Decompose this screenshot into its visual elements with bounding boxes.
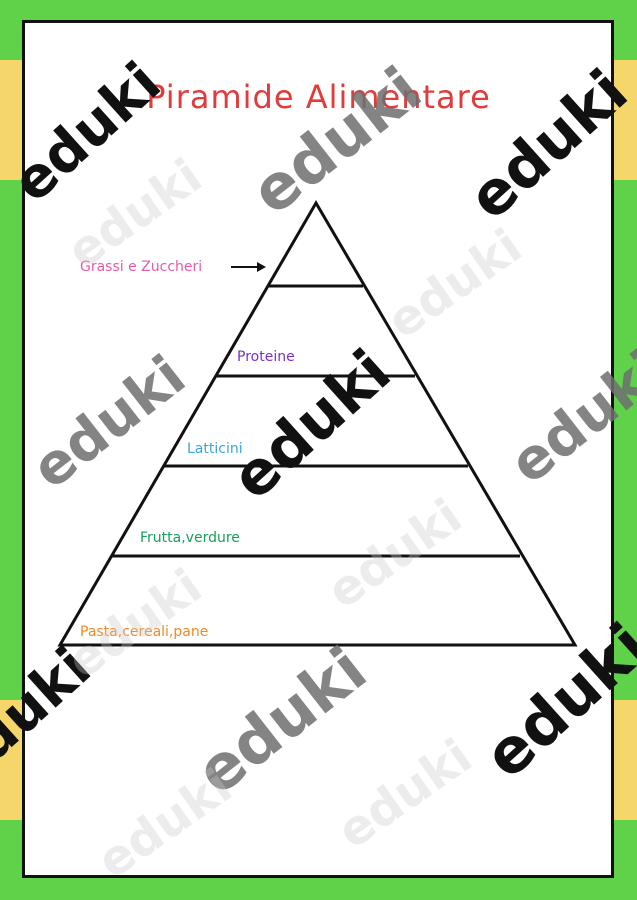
level-label-latticini: Latticini bbox=[187, 441, 243, 457]
level-label-grassi: Grassi e Zuccheri bbox=[80, 259, 203, 275]
arrow-head bbox=[257, 262, 266, 272]
page-title: Piramide Alimentare bbox=[146, 78, 491, 116]
pyramid-outline bbox=[57, 200, 578, 647]
level-label-proteine: Proteine bbox=[237, 349, 295, 365]
worksheet-card bbox=[22, 20, 614, 878]
level-label-pasta: Pasta,cereali,pane bbox=[80, 624, 209, 640]
level-label-frutta: Frutta,verdure bbox=[140, 530, 240, 546]
